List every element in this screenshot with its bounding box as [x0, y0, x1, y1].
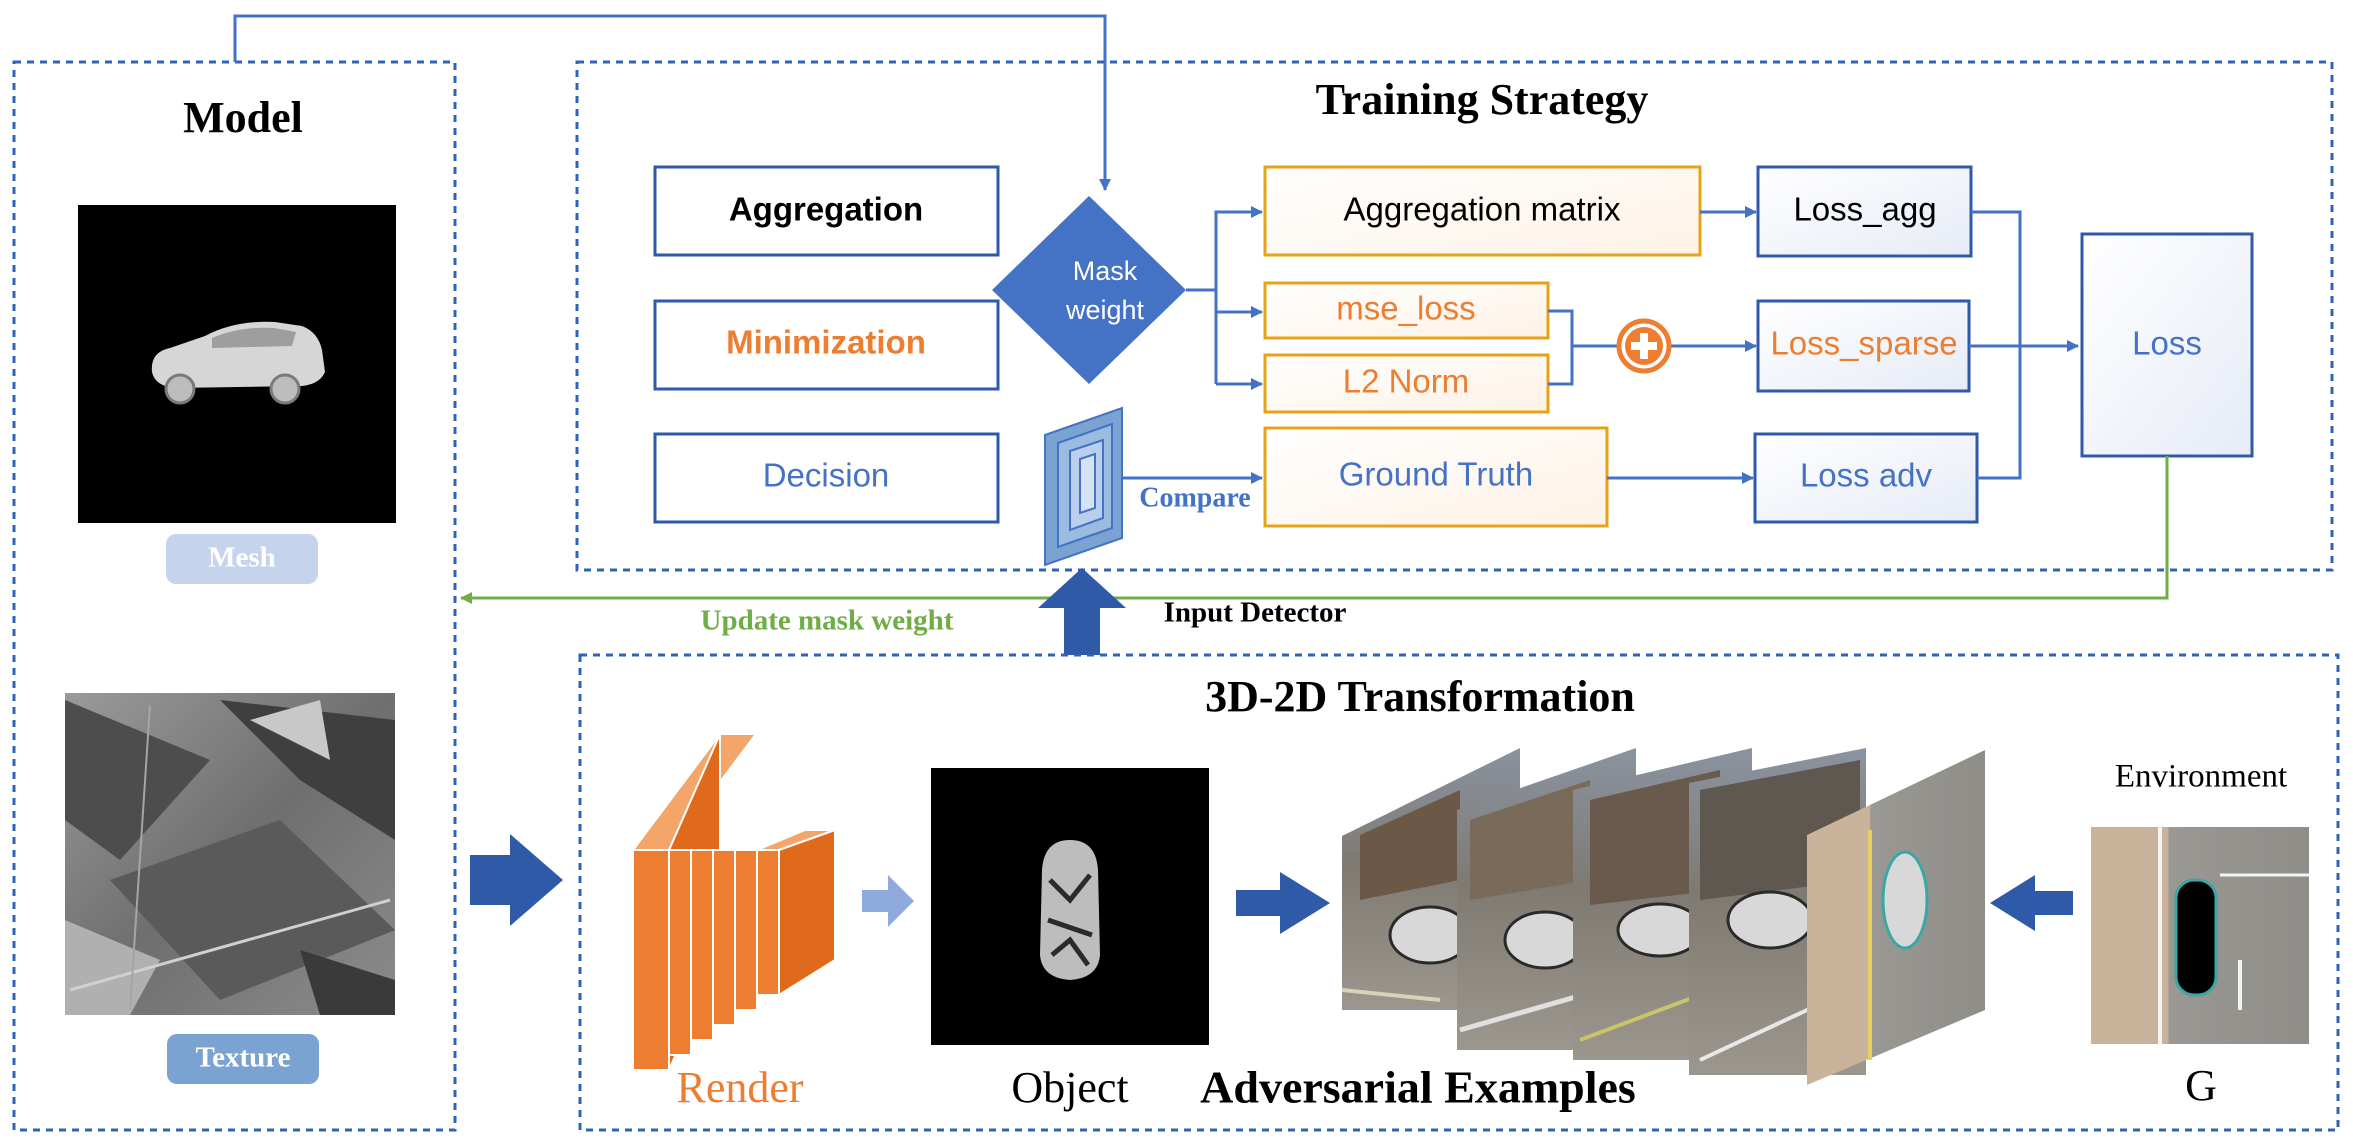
- mesh-label: Mesh: [208, 542, 276, 574]
- model-panel: Model Mesh Texture: [12, 60, 457, 1132]
- transformation-panel: 3D-2D Transformation Render Object: [470, 653, 2340, 1132]
- decision-box: [653, 432, 1000, 524]
- mask-branch-connectors: [1186, 206, 1263, 390]
- loss-box: [2080, 232, 2254, 458]
- sum-connectors: [1548, 309, 1757, 386]
- aggregation-box: [653, 165, 1000, 257]
- texture-image: [65, 693, 395, 1015]
- adversarial-examples-images: [1341, 748, 1985, 1085]
- render-stack-icon: [631, 733, 836, 1071]
- mesh-image: [78, 205, 396, 523]
- plus-icon: [1616, 318, 1672, 374]
- ground-truth-box: [1263, 426, 1609, 528]
- loss-agg-label: Loss_agg: [1793, 191, 1936, 228]
- object-label: Object: [1011, 1063, 1128, 1112]
- merge-connectors: [1969, 210, 2079, 480]
- texture-label: Texture: [195, 1042, 290, 1074]
- l2-norm-label: L2 Norm: [1343, 363, 1470, 400]
- training-title: Training Strategy: [1316, 75, 1649, 124]
- aggregation-matrix-label: Aggregation matrix: [1344, 191, 1621, 228]
- update-mask-connector: [460, 456, 2169, 604]
- environment-to-examples-arrow-icon: [1990, 875, 2073, 931]
- minimization-label: Minimization: [726, 324, 926, 361]
- example-frame-5: [1807, 750, 1985, 1085]
- loss-label: Loss: [2132, 325, 2202, 362]
- mask-weight-label-line1: Mask: [1073, 256, 1138, 286]
- loss-sparse-label: Loss_sparse: [1770, 325, 1957, 362]
- mesh-badge: [166, 534, 318, 584]
- ground-truth-label: Ground Truth: [1339, 456, 1533, 493]
- mask-weight-diamond: [992, 196, 1186, 384]
- object-to-examples-arrow-icon: [1236, 872, 1330, 934]
- loss-agg-box: [1756, 165, 1973, 258]
- adversarial-examples-label: Adversarial Examples: [1200, 1062, 1636, 1113]
- object-image: [931, 768, 1209, 1045]
- environment-image: [2091, 827, 2309, 1044]
- model-to-render-arrow-icon: [470, 834, 563, 926]
- environment-label: Environment: [2115, 759, 2287, 795]
- l2-norm-box: [1263, 353, 1550, 414]
- render-to-object-arrow-icon: [862, 875, 914, 927]
- detector-icon: [1044, 406, 1123, 567]
- training-panel: Training Strategy Aggregation Minimizati…: [575, 60, 2334, 572]
- compare-label: Compare: [1139, 482, 1250, 513]
- minimization-box: [653, 299, 1000, 391]
- input-detector-label: Input Detector: [1164, 597, 1347, 629]
- model-to-mask-connector: [233, 14, 1111, 191]
- aggregation-matrix-box: [1263, 165, 1702, 257]
- transformation-title: 3D-2D Transformation: [1205, 672, 1635, 721]
- g-label: G: [2185, 1061, 2217, 1110]
- input-detector-arrow-icon: [1038, 568, 1126, 655]
- render-label: Render: [676, 1063, 803, 1112]
- texture-badge: [167, 1034, 319, 1084]
- mask-weight-label-line2: weight: [1065, 295, 1145, 325]
- update-mask-weight-label: Update mask weight: [701, 605, 954, 637]
- decision-label: Decision: [763, 457, 890, 494]
- loss-adv-label: Loss adv: [1800, 457, 1933, 494]
- mse-loss-label: mse_loss: [1336, 290, 1475, 327]
- aggregation-label: Aggregation: [729, 191, 923, 228]
- to-loss-connectors: [1607, 206, 1757, 484]
- model-title: Model: [183, 93, 303, 142]
